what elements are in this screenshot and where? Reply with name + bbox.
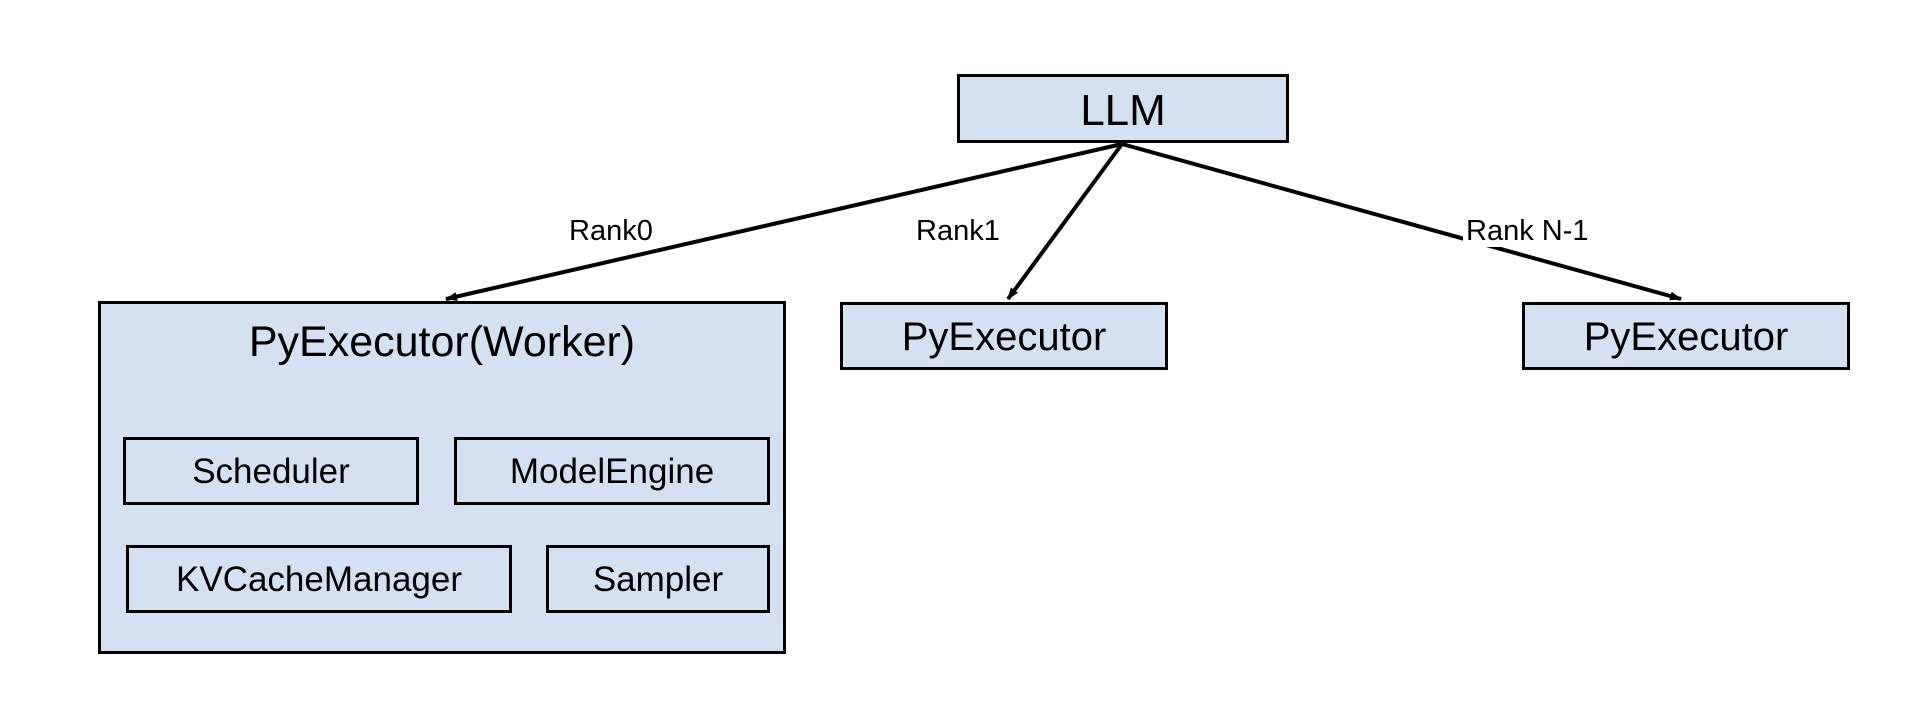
edge-label-rank-n-1: Rank N-1 <box>1463 215 1592 247</box>
node-pyexecutor-worker-label: PyExecutor(Worker) <box>248 318 636 366</box>
node-scheduler[interactable]: Scheduler <box>123 437 419 505</box>
node-kv-cache-manager[interactable]: KVCacheManager <box>126 545 512 613</box>
node-model-engine-label: ModelEngine <box>509 452 715 491</box>
edge-label-rank1: Rank1 <box>913 215 1003 247</box>
node-kv-cache-manager-label: KVCacheManager <box>176 560 462 599</box>
edge-llm-to-executor-rankn <box>1121 142 1682 301</box>
node-pyexecutor-worker[interactable]: PyExecutor(Worker) Scheduler ModelEngine… <box>98 301 786 654</box>
node-pyexecutor-rankn[interactable]: PyExecutor <box>1522 302 1850 370</box>
node-llm-label: LLM <box>1080 86 1166 135</box>
edge-llm-to-executor-rank1 <box>1006 142 1124 301</box>
node-model-engine[interactable]: ModelEngine <box>454 437 770 505</box>
node-scheduler-label: Scheduler <box>192 452 350 491</box>
edge-llm-to-worker <box>445 142 1123 301</box>
node-pyexecutor-rankn-label: PyExecutor <box>1583 315 1789 359</box>
node-llm[interactable]: LLM <box>957 74 1289 143</box>
node-sampler-label: Sampler <box>592 560 724 599</box>
edge-label-rank0: Rank0 <box>566 215 656 247</box>
node-pyexecutor-rank1-label: PyExecutor <box>901 315 1107 359</box>
node-sampler[interactable]: Sampler <box>546 545 770 613</box>
node-pyexecutor-rank1[interactable]: PyExecutor <box>840 302 1168 370</box>
